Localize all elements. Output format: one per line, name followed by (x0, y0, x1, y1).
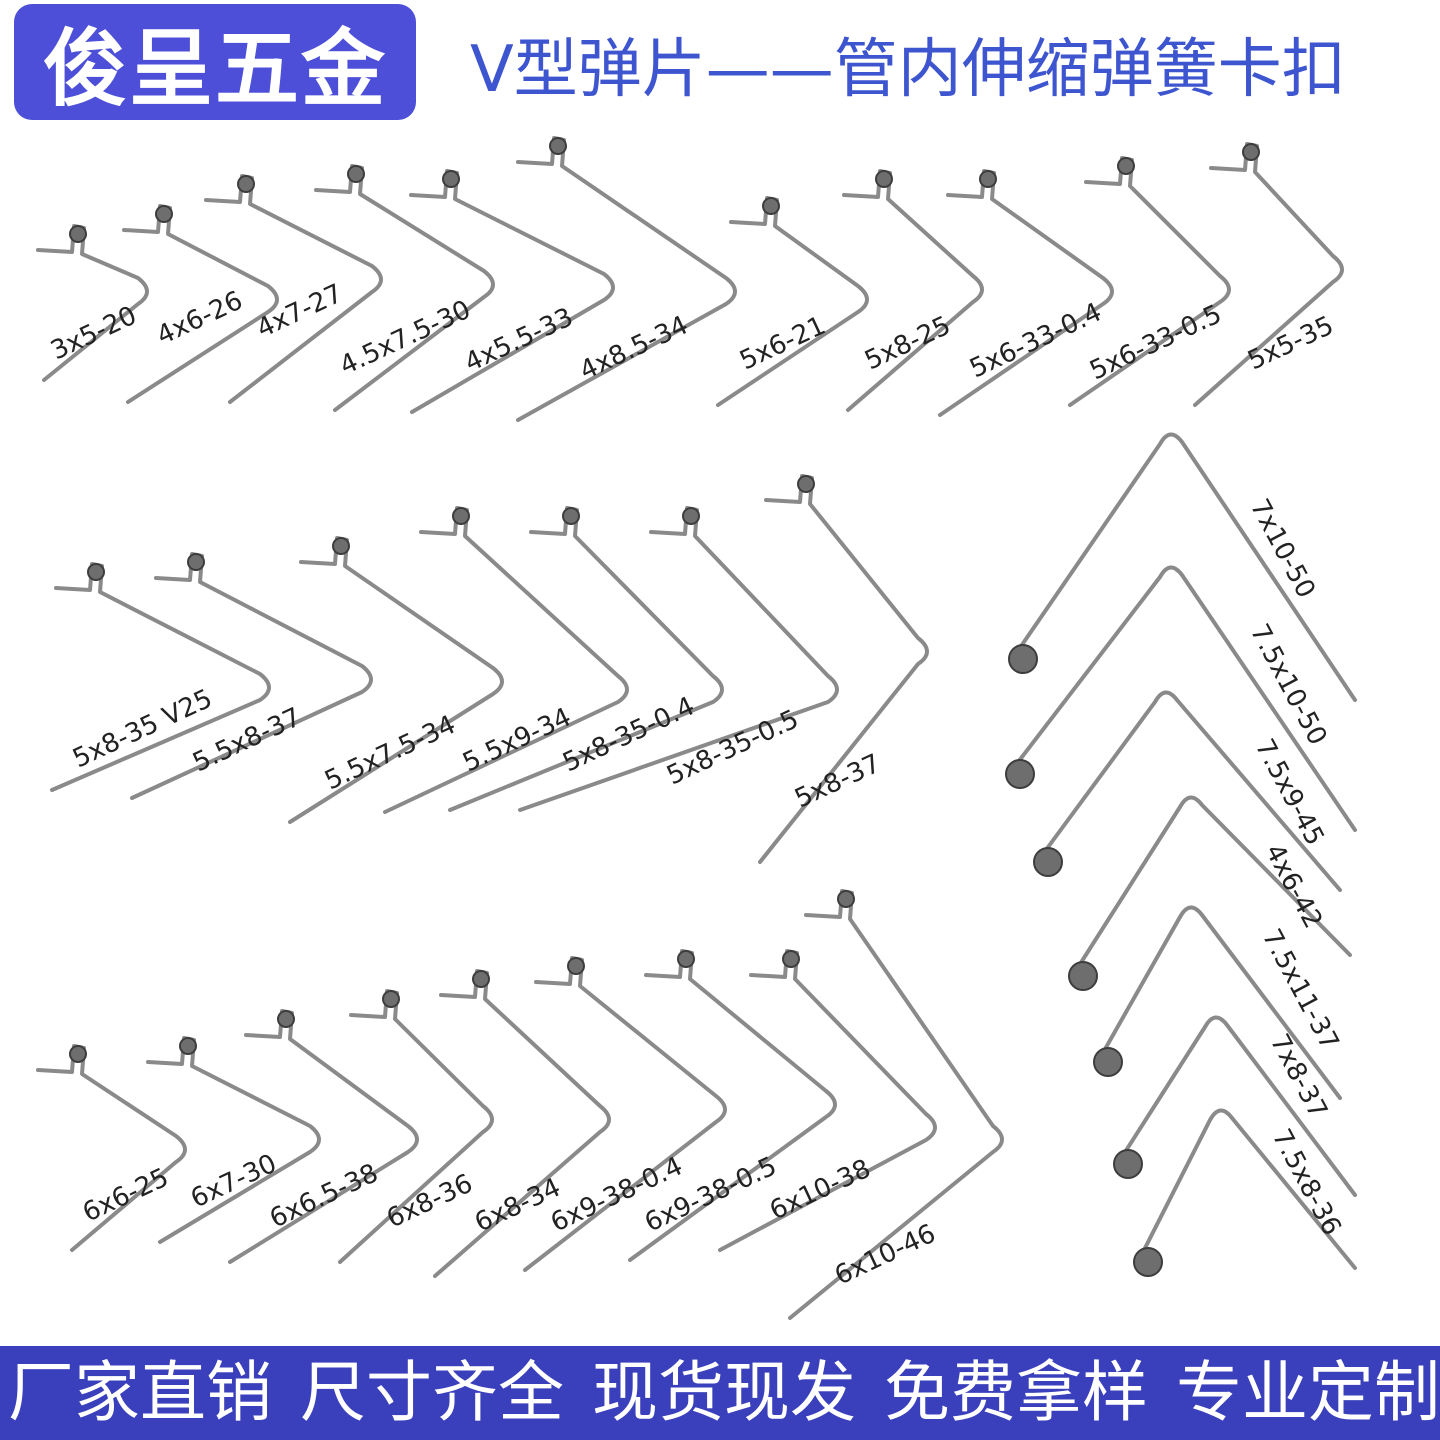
footer-slogan-free-samples: 免费拿样 (884, 1354, 1148, 1431)
spring-springs.right.1 (1010, 565, 1357, 832)
spring-bump-springs.row2.6 (797, 475, 815, 493)
spring-size-label: 5x8-37 (790, 749, 885, 815)
spring-bump-springs.row2.2 (332, 537, 350, 555)
spring-bump-springs.row2.5 (682, 507, 700, 525)
spring-springs.row1.5 (516, 136, 737, 422)
spring-size-label: 4x8.5-34 (575, 310, 693, 386)
footer-slogan-complete-sizes: 尺寸齐全 (300, 1354, 564, 1431)
spring-springs.row3.4 (433, 969, 611, 1278)
spring-bump-springs.row2.3 (452, 507, 470, 525)
spring-springs.row3.2 (228, 1009, 419, 1264)
spring-bump-springs.row1.10 (1242, 143, 1260, 161)
spring-bump-springs.row1.2 (237, 175, 255, 193)
spring-springs.row3.0 (36, 1044, 187, 1252)
spring-size-label: 6x7-30 (186, 1149, 281, 1215)
spring-size-label: 5x6-33-0.5 (1085, 299, 1226, 386)
spring-springs.row2.6 (758, 474, 929, 864)
spring-springs.right.5 (1118, 1015, 1357, 1197)
spring-size-label: 6x10-38 (765, 1154, 875, 1227)
spring-bump-springs.right.6 (1133, 1247, 1163, 1277)
spring-bump-springs.row3.4 (472, 970, 490, 988)
spring-bump-springs.right.2 (1033, 847, 1063, 877)
spring-size-label: 7.5x8-36 (1266, 1124, 1347, 1240)
spring-bump-springs.row1.0 (69, 225, 87, 243)
spring-bump-springs.right.5 (1113, 1149, 1143, 1179)
spring-size-label: 5x8-25 (860, 311, 955, 377)
spring-size-label: 4x6-26 (152, 286, 247, 352)
spring-bump-springs.row3.8 (837, 890, 855, 908)
spring-bump-springs.row2.4 (562, 507, 580, 525)
spring-springs.row2.2 (288, 536, 504, 824)
spring-size-label: 4x6-42 (1259, 839, 1328, 933)
footer-slogan-custom-made: 专业定制 (1176, 1354, 1440, 1431)
spring-bump-springs.row3.0 (69, 1045, 87, 1063)
spring-bump-springs.right.3 (1068, 961, 1098, 991)
spring-bump-springs.row1.4 (442, 170, 460, 188)
spring-size-label: 5.5x7.5-34 (320, 710, 460, 797)
spring-bump-springs.row3.2 (277, 1010, 295, 1028)
spring-springs.row1.6 (716, 196, 869, 407)
spring-bump-springs.row2.1 (187, 553, 205, 571)
brand-badge: 俊呈五金 (14, 4, 416, 120)
spring-size-label: 4x5.5-33 (460, 302, 578, 378)
spring-size-label: 3x5-20 (46, 301, 141, 367)
spring-size-label: 6x6-25 (78, 1163, 173, 1229)
spring-bump-springs.right.0 (1008, 644, 1038, 674)
spring-bump-springs.row3.3 (382, 990, 400, 1008)
spring-bump-springs.row1.7 (875, 170, 893, 188)
spring-size-label: 5x6-33-0.4 (965, 297, 1106, 384)
spring-springs.right.2 (1038, 690, 1342, 892)
page-title: V型弹片——管内伸缩弹簧卡扣 (470, 33, 1346, 107)
spring-bump-springs.row1.8 (979, 170, 997, 188)
spring-bump-springs.row1.1 (155, 205, 173, 223)
spring-bump-springs.right.4 (1093, 1047, 1123, 1077)
spring-size-label: 4.5x7.5-30 (335, 295, 475, 382)
spring-size-label: 4x7-27 (252, 279, 347, 345)
footer-banner: 厂家直销 尺寸齐全 现货现发 免费拿样 专业定制 (0, 1346, 1440, 1440)
spring-bump-springs.row1.5 (549, 137, 567, 155)
spring-bump-springs.row2.0 (87, 563, 105, 581)
spring-size-label: 7.5x11-37 (1256, 924, 1345, 1055)
spring-bump-springs.row1.6 (762, 197, 780, 215)
spring-size-label: 6x10-46 (830, 1219, 940, 1292)
spring-size-label: 5x6-21 (735, 311, 830, 377)
spring-bump-springs.row1.3 (347, 165, 365, 183)
spring-bump-springs.row1.9 (1117, 157, 1135, 175)
spring-springs.row1.8 (938, 169, 1114, 417)
footer-slogan-in-stock: 现货现发 (592, 1354, 856, 1431)
spring-bump-springs.row3.7 (782, 950, 800, 968)
spring-springs.right.6 (1138, 1108, 1357, 1270)
spring-bump-springs.right.1 (1005, 759, 1035, 789)
spring-bump-springs.row3.5 (567, 957, 585, 975)
spring-size-label: 6x8-34 (470, 1173, 565, 1239)
spring-bump-springs.row3.1 (179, 1037, 197, 1055)
spring-bump-springs.row3.6 (677, 950, 695, 968)
brand-name: 俊呈五金 (42, 18, 387, 118)
spring-springs.right.0 (1013, 432, 1357, 702)
spring-springs.right.3 (1073, 795, 1352, 974)
footer-slogan-direct-sale: 厂家直销 (8, 1354, 272, 1431)
spring-springs.right.4 (1098, 905, 1342, 1100)
